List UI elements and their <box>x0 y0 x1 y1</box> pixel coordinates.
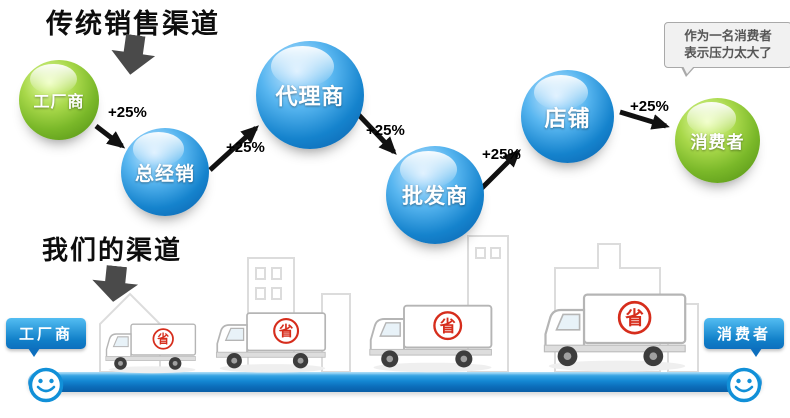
increment-label: +25% <box>226 139 265 156</box>
node-label: 消费者 <box>690 133 745 152</box>
factory-tag: 工厂商 <box>6 318 87 357</box>
increment-label: +25% <box>482 146 521 163</box>
traditional-channel-title: 传统销售渠道 <box>46 9 220 39</box>
bubble-line1: 作为一名消费者 <box>684 29 772 43</box>
save-badge-text: 省 <box>439 316 456 335</box>
bubble-line2: 表示压力太大了 <box>684 46 772 60</box>
save-badge-icon <box>617 300 652 335</box>
factory-smiley-icon <box>28 367 64 403</box>
consumer-complaint-bubble: 作为一名消费者 表示压力太大了 <box>664 22 790 77</box>
node-label: 工厂商 <box>33 94 85 111</box>
consumer-tag: 消费者 <box>703 318 784 357</box>
save-badge-text: 省 <box>624 307 644 328</box>
increment-label: +25% <box>630 98 669 115</box>
node-general-distributor: 总经销 <box>121 128 209 216</box>
save-badge-text: 省 <box>156 332 169 346</box>
node-consumer: 消费者 <box>675 98 760 183</box>
our-channel-title: 我们的渠道 <box>42 235 183 265</box>
node-label: 代理商 <box>275 84 345 109</box>
save-badge-icon <box>152 328 174 350</box>
increment-label: +25% <box>366 122 405 139</box>
node-label: 店铺 <box>544 105 591 131</box>
save-badge-icon <box>433 311 463 341</box>
delivery-truck: 省 <box>105 323 197 374</box>
delivery-road <box>28 372 762 392</box>
save-badge-icon <box>273 317 300 344</box>
node-wholesaler: 批发商 <box>386 146 484 244</box>
node-factory: 工厂商 <box>19 60 99 140</box>
node-agent: 代理商 <box>256 41 364 149</box>
delivery-truck: 省 <box>543 293 687 372</box>
consumer-smiley-icon <box>726 367 762 403</box>
node-shop: 店铺 <box>521 70 614 163</box>
save-badge-text: 省 <box>278 322 294 340</box>
increment-label: +25% <box>108 104 147 121</box>
node-label: 批发商 <box>402 185 468 208</box>
node-label: 总经销 <box>134 163 195 185</box>
delivery-truck: 省 <box>369 304 493 373</box>
delivery-truck: 省 <box>215 312 327 373</box>
